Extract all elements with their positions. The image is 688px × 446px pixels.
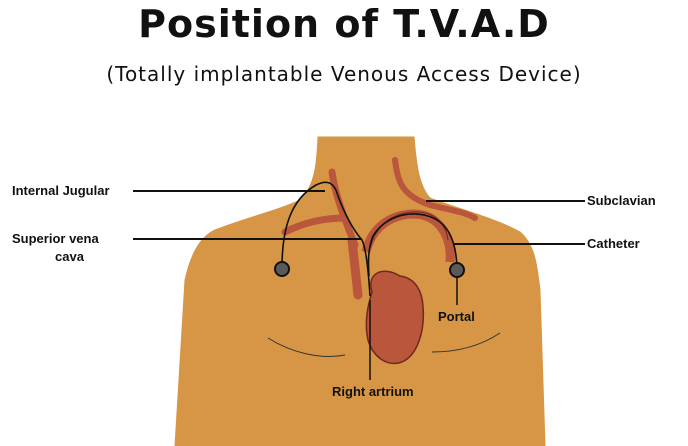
label-catheter: Catheter <box>587 236 640 251</box>
superior-vena-cava <box>352 240 358 295</box>
label-right-atrium: Right artrium <box>332 384 414 399</box>
port-left <box>275 262 289 276</box>
label-internal-jugular: Internal Jugular <box>12 183 110 198</box>
label-superior-vena-cava-line1: Superior vena <box>12 231 99 246</box>
port-right <box>450 263 464 277</box>
label-subclavian: Subclavian <box>587 193 656 208</box>
label-portal: Portal <box>438 309 475 324</box>
heart <box>366 271 423 363</box>
label-superior-vena-cava-line2: cava <box>55 249 85 264</box>
